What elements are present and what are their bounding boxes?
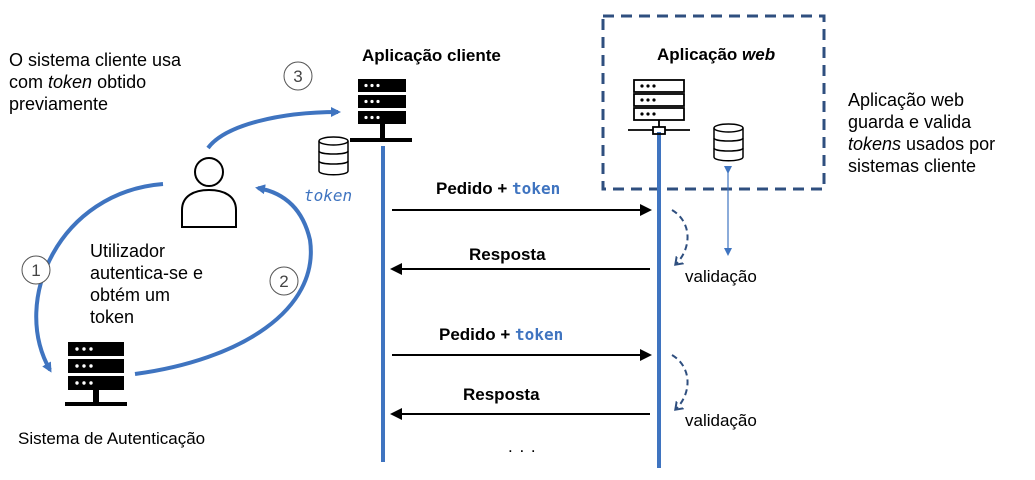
continuation-ellipsis: . . . (508, 437, 537, 456)
client-app-title: Aplicação cliente (362, 46, 501, 65)
step-3-marker: 3 (283, 61, 313, 91)
web-app-title: Aplicação web (657, 45, 776, 64)
user-icon (181, 157, 237, 228)
response-1-label: Resposta (469, 245, 546, 264)
auth-server-icon (65, 342, 127, 406)
step-2-marker: 2 (269, 266, 299, 296)
web-note-line1: Aplicação web (848, 90, 965, 110)
client-note: O sistema cliente usa com token obtido p… (9, 49, 181, 115)
user-note: Utilizador autentica-se e obtém um token (90, 240, 203, 328)
client-database-icon (318, 136, 349, 176)
client-db-label: token (304, 186, 353, 205)
web-database-icon (713, 123, 744, 162)
web-note-line3: tokens usados por (848, 134, 996, 154)
validation-2-label: validação (685, 411, 757, 430)
request-2-label: Pedido + token (439, 325, 564, 344)
web-app-boundary (601, 14, 826, 191)
client-note-line1: O sistema cliente usa (9, 50, 182, 70)
client-note-line3: previamente (9, 94, 109, 114)
validation-1-label: validação (685, 267, 757, 286)
step1-curve (34, 182, 164, 373)
client-note-line2: com token obtido (9, 72, 147, 92)
user-note-line2: autentica-se e (90, 263, 204, 283)
user-note-line1: Utilizador (90, 241, 166, 261)
client-server-icon (350, 79, 412, 142)
step-2-number: 2 (279, 272, 288, 291)
web-note: Aplicação web guarda e valida tokens usa… (848, 89, 995, 177)
step-1-number: 1 (31, 261, 40, 280)
step3-curve (206, 107, 341, 150)
request-1-label: Pedido + token (436, 179, 561, 198)
validation-1-curve (671, 209, 689, 264)
validation-2-curve (671, 354, 689, 409)
web-server-icon (628, 79, 690, 135)
step-1-marker: 1 (21, 255, 51, 285)
user-note-line3: obtém um (90, 285, 171, 305)
step-3-number: 3 (293, 67, 302, 86)
auth-system-label: Sistema de Autenticação (18, 429, 206, 448)
step2-curve (134, 184, 313, 376)
web-note-line4: sistemas cliente (848, 156, 977, 176)
response-2-label: Resposta (463, 385, 540, 404)
user-note-line4: token (90, 307, 135, 327)
web-note-line2: guarda e valida (848, 112, 972, 132)
